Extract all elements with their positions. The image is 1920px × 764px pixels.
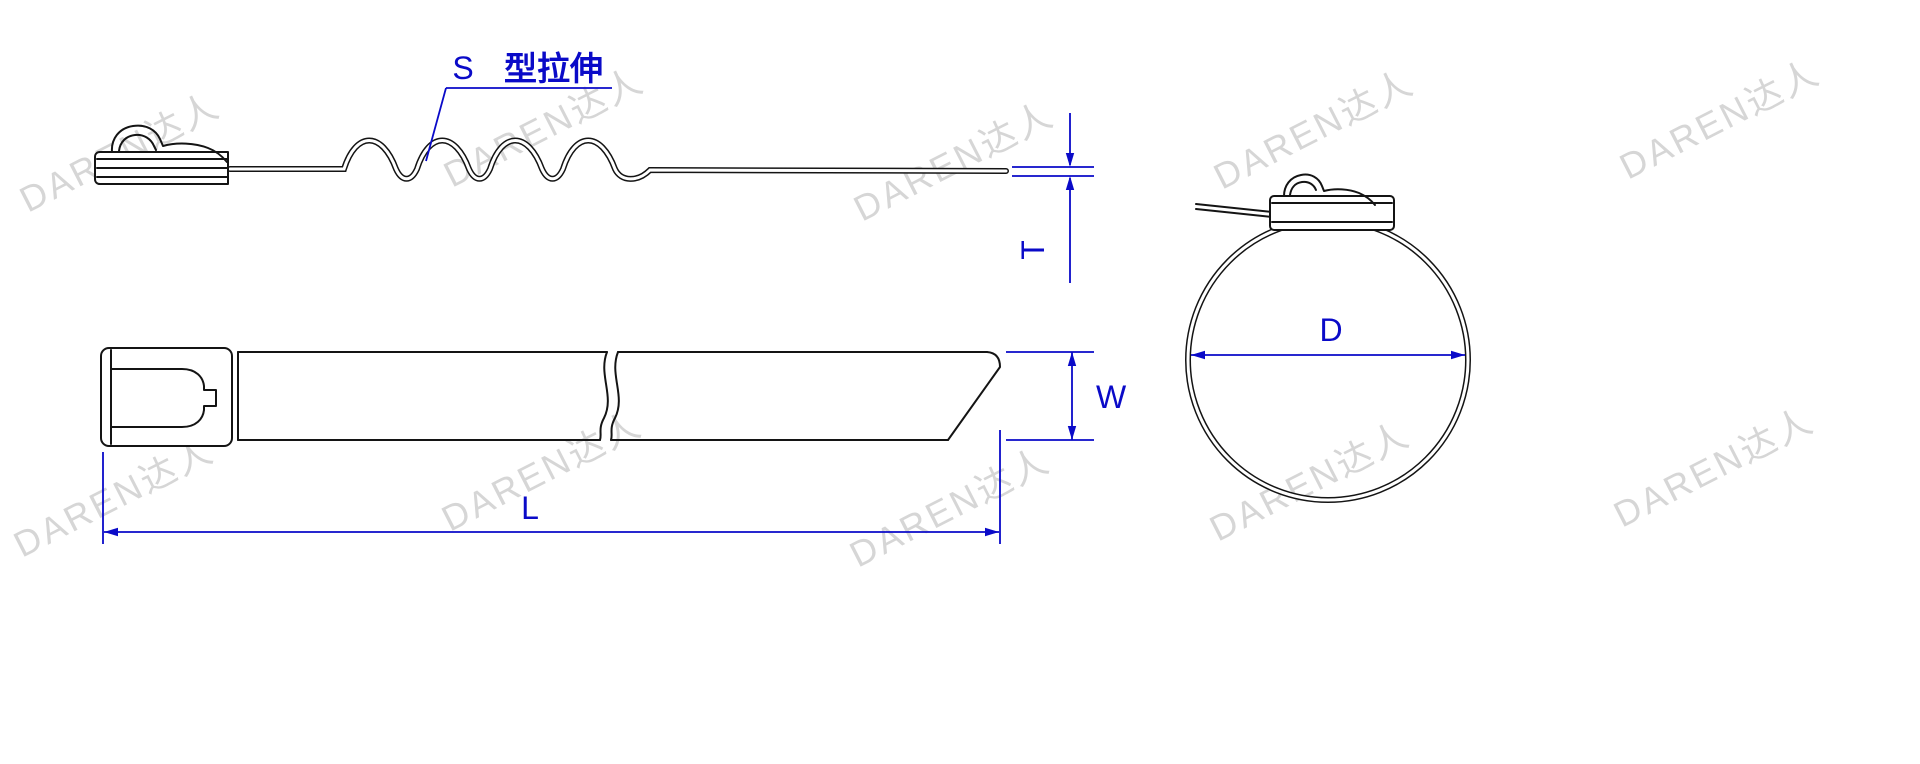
side-profile-view (94, 124, 1009, 185)
arrowhead (1067, 426, 1077, 440)
watermark-text: DAREN达人 (1607, 399, 1821, 535)
top-view (100, 347, 1001, 447)
strap-wave-path-inner (228, 139, 1008, 181)
side-view-head (94, 124, 229, 185)
dimensions: S 型拉伸 T W (102, 50, 1465, 544)
w-dimension: W (1006, 351, 1127, 441)
watermark-text: DAREN达人 (1613, 51, 1827, 187)
arrowhead (1451, 350, 1465, 360)
s-label: S (452, 50, 473, 86)
arrowhead (1065, 176, 1075, 190)
loop-head (1195, 173, 1395, 231)
top-view-head (100, 347, 233, 447)
break-line (599, 351, 609, 441)
break-line (610, 351, 620, 441)
spring-stretch-label: 型拉伸 (504, 50, 603, 87)
watermark-text: DAREN达人 (1203, 413, 1417, 549)
arrowhead (1191, 350, 1205, 360)
loop-tail-line (1195, 203, 1273, 213)
latch-lever (110, 124, 228, 163)
l-dimension: L (102, 430, 1001, 544)
d-dimension: D (1191, 312, 1465, 360)
d-label: D (1319, 312, 1342, 348)
watermark-text: DAREN达人 (843, 439, 1057, 575)
head-outline (100, 347, 233, 447)
latch-lever-inner (118, 133, 157, 152)
watermark-text: DAREN达人 (847, 93, 1061, 229)
locking-pawl (111, 368, 217, 428)
watermark-text: DAREN达人 (435, 403, 649, 539)
loop-latch-lever (1283, 173, 1376, 206)
loop-tail-line (1195, 208, 1273, 218)
watermark-text: DAREN达人 (7, 429, 221, 565)
loop-view (1185, 173, 1471, 503)
arrowhead (985, 527, 999, 537)
callout-leader-line (425, 87, 447, 162)
arrowhead (1065, 153, 1075, 167)
s-type-callout: S 型拉伸 (425, 50, 612, 162)
arrowhead (1067, 352, 1077, 366)
arrowhead (104, 527, 118, 537)
loop-latch-inner (1289, 180, 1317, 196)
t-label: T (1015, 240, 1051, 260)
top-view-band (237, 351, 1001, 441)
t-dimension: T (1012, 113, 1094, 283)
loop-head-body (1269, 195, 1395, 231)
w-label: W (1096, 379, 1127, 415)
l-label: L (521, 490, 539, 526)
band-tail-chamfer (947, 351, 1001, 441)
watermark-layer: DAREN达人 DAREN达人 DAREN达人 DAREN达人 DAREN达人 … (7, 51, 1827, 575)
